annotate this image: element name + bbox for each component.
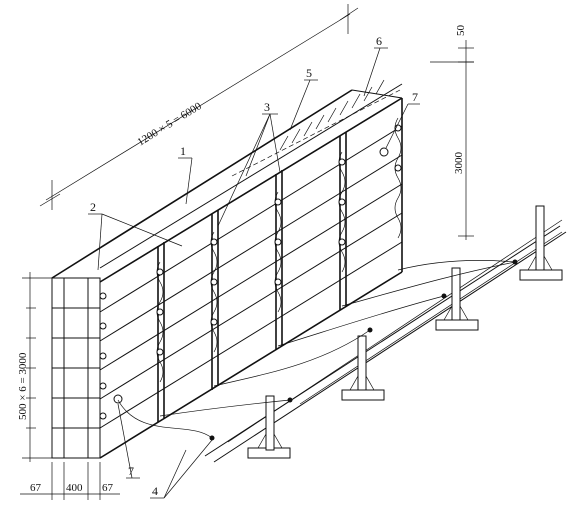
dim-height-right: 3000 xyxy=(453,152,465,175)
dim-bottom-mid: 400 xyxy=(66,482,83,494)
support-posts xyxy=(247,205,563,459)
callout-7-top: 7 xyxy=(412,90,418,104)
dim-height-left: 500 × 6 = 3000 xyxy=(17,352,29,420)
callout-6: 6 xyxy=(376,34,382,48)
callout-1: 1 xyxy=(180,144,186,158)
leader-lines xyxy=(88,47,420,499)
tie-clips xyxy=(99,117,402,420)
dim-bottom-right: 67 xyxy=(102,482,114,494)
callout-5: 5 xyxy=(306,66,312,80)
callout-3: 3 xyxy=(264,100,270,114)
dim-top-length: 1200 × 5 = 6000 xyxy=(135,100,204,149)
dimension-lines xyxy=(20,4,474,500)
callout-2: 2 xyxy=(90,200,96,214)
dim-bottom-left: 67 xyxy=(30,482,42,494)
bracing-wires xyxy=(117,259,518,441)
callout-4: 4 xyxy=(152,484,158,498)
ground-rail xyxy=(204,219,567,463)
callout-7-bottom: 7 xyxy=(128,464,134,478)
dim-top-offset: 50 xyxy=(455,25,467,37)
wall-panel xyxy=(51,79,403,459)
